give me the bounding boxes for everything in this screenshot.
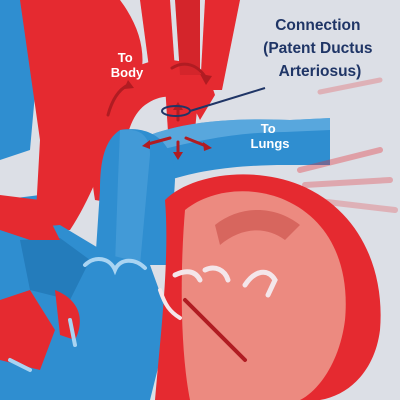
tricuspid-leaflet [68,318,77,347]
callout-line-1: Connection [275,17,360,34]
callout-leader-line [189,87,266,112]
atrial-patch-1 [0,195,60,240]
lung-streak-4 [317,77,383,95]
callout-label: Connection (Patent Ductus Arteriosus) [263,17,377,80]
arrowhead-5 [203,142,212,151]
pulmonary-valve [83,257,147,276]
aortic-valve-2 [202,265,231,283]
valve-leaflet [158,288,182,320]
aortic-branch-2 [175,0,200,75]
lung-streak-3 [307,197,398,213]
arrowhead-1 [124,80,134,89]
to-body-line-1: To [118,50,133,65]
muscle-shadow [215,210,300,245]
mitral-valve [242,269,278,298]
lung-streak-2 [302,177,393,188]
callout-line-3: Arteriosus) [279,63,362,80]
arrowhead-4 [142,140,150,149]
to-lungs-line-1: To [261,121,276,136]
atrial-patch-2 [0,290,55,370]
right-atrium-shade [20,238,90,300]
atrial-patch-3 [55,290,80,340]
arrowhead-2 [200,74,212,85]
arrow-right [184,136,208,148]
arrow-left [146,136,172,146]
left-ventricle-muscle [181,191,346,400]
aortic-branch-1 [140,0,175,75]
to-lungs-line-2: Lungs [251,136,290,151]
left-red-vessel [20,0,143,230]
to-body-line-2: Body [111,65,144,80]
leaflet-small [8,358,32,372]
callout-line-2: (Patent Ductus [263,40,372,57]
pulmonary-artery-highlight [150,118,330,150]
to-lungs-label: To Lungs [251,121,290,151]
lung-streak-1 [297,147,383,173]
aortic-branch-3 [200,0,240,90]
trunk-highlight [115,129,150,265]
chordae-tendineae [183,298,247,362]
aortic-valve-1 [172,269,203,283]
arrow-heads [124,74,212,160]
arrowhead-6 [173,152,183,160]
to-body-label: To Body [111,50,144,80]
